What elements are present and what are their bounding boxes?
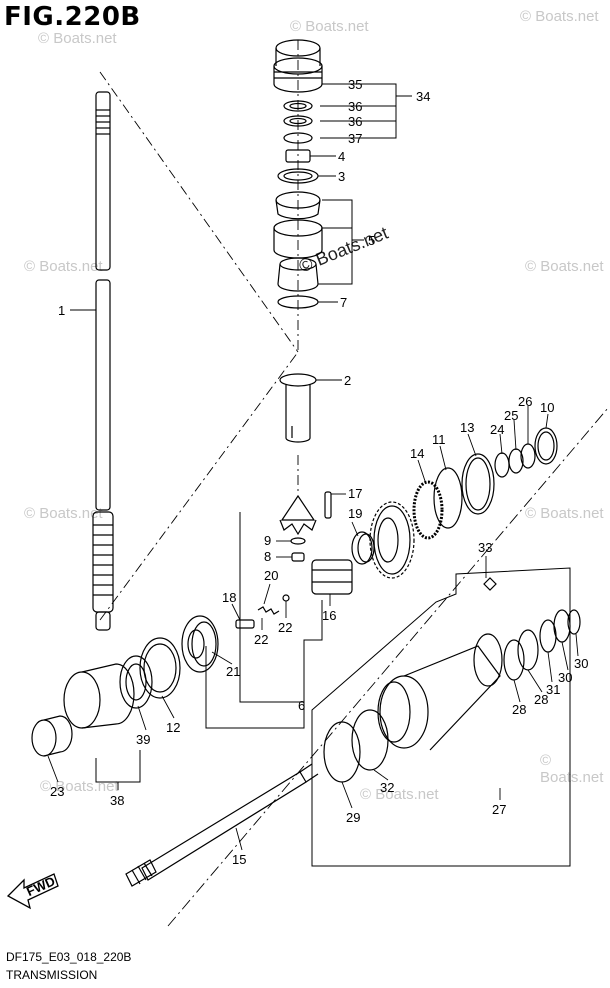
callout-33: 33 xyxy=(478,540,492,555)
callout-30-b: 30 xyxy=(574,656,588,671)
callout-29: 29 xyxy=(346,810,360,825)
part-forward-gear xyxy=(181,615,219,673)
part-sleeve xyxy=(279,373,317,443)
fwd-arrow-icon: FWD xyxy=(6,873,59,910)
callout-39: 39 xyxy=(136,732,150,747)
callout-21: 21 xyxy=(226,664,240,679)
callout-14: 14 xyxy=(410,446,424,461)
callout-35: 35 xyxy=(348,77,362,92)
watermark: © Boats.net xyxy=(525,258,604,275)
callout-9: 9 xyxy=(264,533,271,548)
diagram-code: DF175_E03_018_220B xyxy=(6,950,132,964)
callout-30: 30 xyxy=(558,670,572,685)
callout-20: 20 xyxy=(264,568,278,583)
callout-15: 15 xyxy=(232,852,246,867)
callout-36-b: 36 xyxy=(348,114,362,129)
watermark: © Boats.net xyxy=(520,8,599,25)
callout-11: 11 xyxy=(432,432,446,447)
diagram-name: TRANSMISSION xyxy=(6,968,98,982)
watermark: © Boats.net xyxy=(24,505,103,522)
callout-6: 6 xyxy=(298,698,305,713)
callout-38: 38 xyxy=(110,793,124,808)
callout-5: 5 xyxy=(368,233,375,248)
callout-34: 34 xyxy=(416,89,430,104)
callout-12: 12 xyxy=(166,720,180,735)
callout-37: 37 xyxy=(348,131,362,146)
callout-2: 2 xyxy=(344,373,351,388)
callout-25: 25 xyxy=(504,408,518,423)
callout-18: 18 xyxy=(222,590,236,605)
callout-22-b: 22 xyxy=(278,620,292,635)
callout-10: 10 xyxy=(540,400,554,415)
callout-23: 23 xyxy=(50,784,64,799)
callout-32: 32 xyxy=(380,780,394,795)
callout-22: 22 xyxy=(254,632,268,647)
part-taper-bearing xyxy=(273,191,323,309)
callout-4: 4 xyxy=(338,149,345,164)
leader-lines xyxy=(47,155,579,851)
part-bearing-assembly xyxy=(31,637,181,757)
callout-31: 31 xyxy=(546,682,560,697)
callout-labels: 1 2 3 4 5 6 7 8 9 10 11 12 13 14 15 16 1… xyxy=(50,77,588,867)
callout-8: 8 xyxy=(264,549,271,564)
callout-17: 17 xyxy=(348,486,362,501)
watermark: © Boats.net xyxy=(525,505,604,522)
part-propeller-shaft xyxy=(125,763,319,887)
watermark: © Boats.net xyxy=(24,258,103,275)
watermark: © Boats.net xyxy=(290,18,369,35)
figure-title: FIG.220B xyxy=(4,2,141,32)
callout-13: 13 xyxy=(460,420,474,435)
fwd-label: FWD xyxy=(24,873,57,899)
watermark: © Boats.net xyxy=(360,786,439,803)
watermark: © Boats.net xyxy=(540,752,604,786)
callout-26: 26 xyxy=(518,394,532,409)
part-pinion-gear xyxy=(279,491,332,562)
callout-28-b: 28 xyxy=(534,692,548,707)
callout-1: 1 xyxy=(58,303,65,318)
callout-3: 3 xyxy=(338,169,345,184)
part-clutch-dog xyxy=(235,559,353,629)
part-drive-shaft xyxy=(92,91,114,631)
part-thrust-washers xyxy=(412,427,558,540)
callout-16: 16 xyxy=(322,608,336,623)
callout-7: 7 xyxy=(340,295,347,310)
watermark: © Boats.net xyxy=(38,30,117,47)
part-bearing-housing xyxy=(273,39,323,93)
alignment-lines xyxy=(99,40,609,927)
callout-19: 19 xyxy=(348,506,362,521)
callout-36: 36 xyxy=(348,99,362,114)
callout-24: 24 xyxy=(490,422,504,437)
bracket-lines xyxy=(95,83,412,790)
callout-27: 27 xyxy=(492,802,506,817)
callout-28: 28 xyxy=(512,702,526,717)
part-reverse-gear xyxy=(369,501,415,579)
